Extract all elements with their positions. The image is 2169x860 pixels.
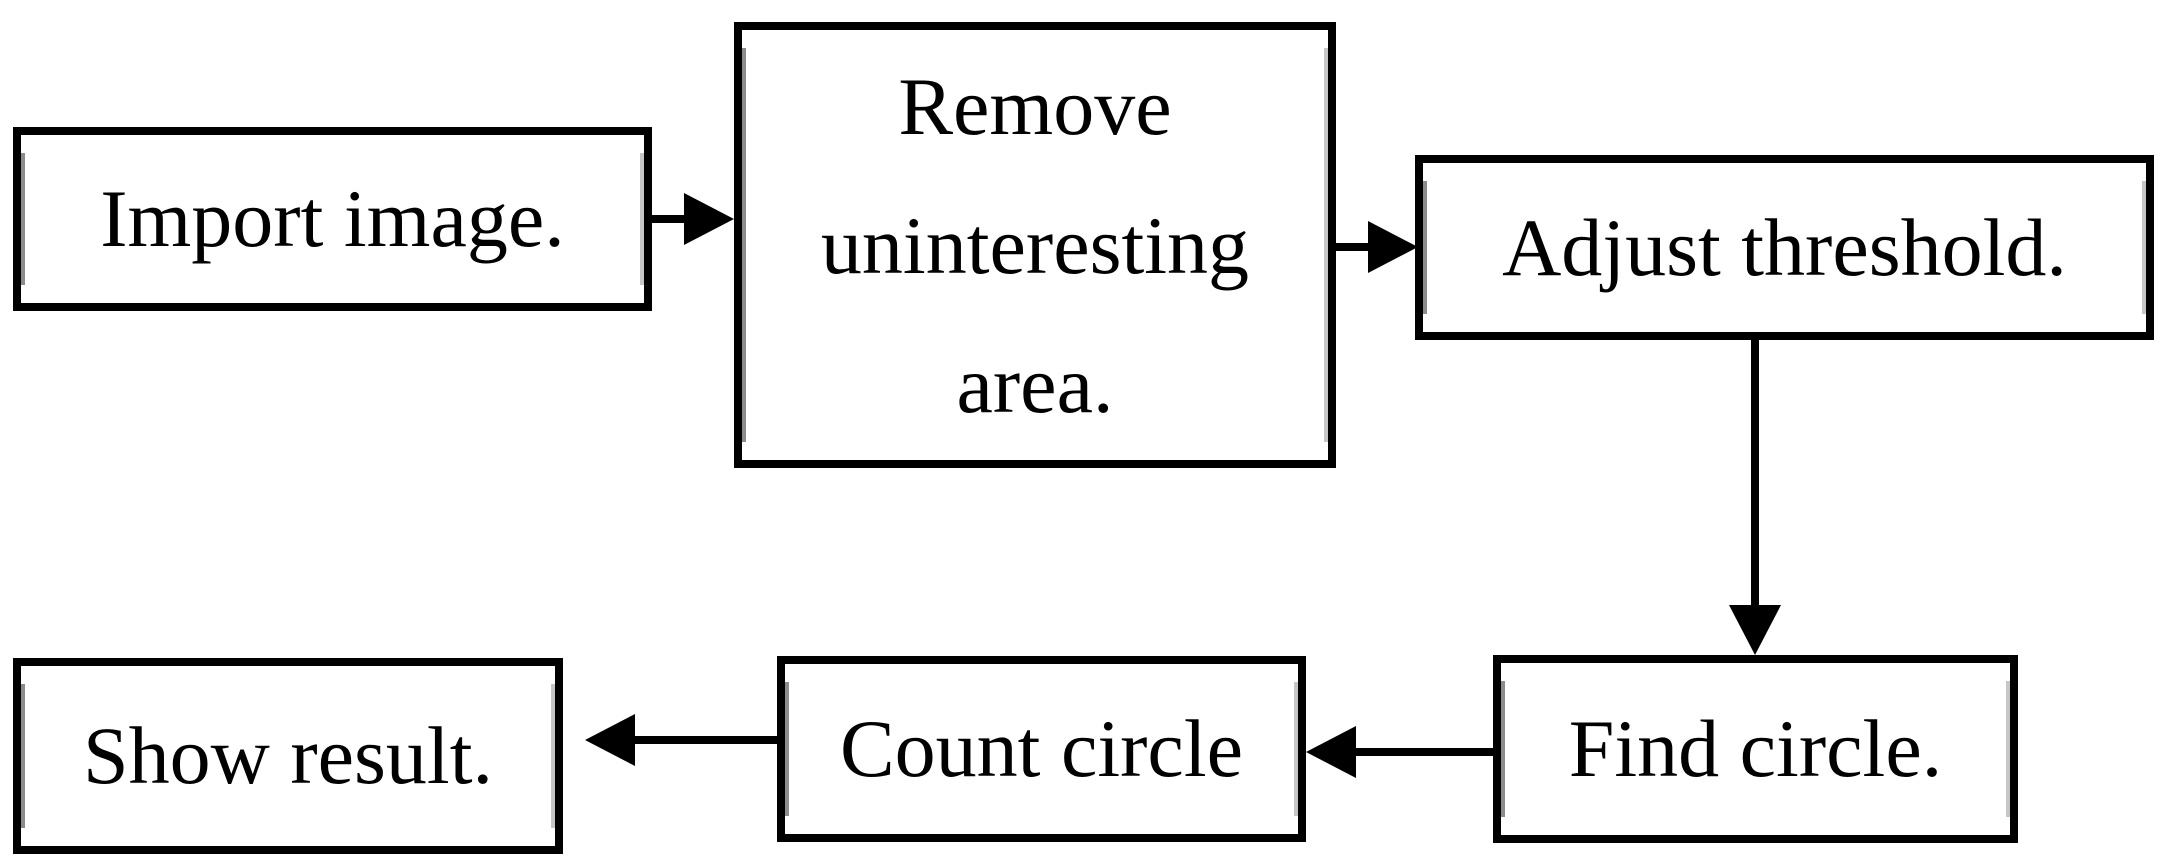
node-find-circle: Find circle.	[1493, 655, 2018, 843]
arrow-import-to-remove-shaft	[652, 215, 688, 223]
node-import-image: Import image.	[13, 127, 652, 311]
node-find-circle-label: Find circle.	[1568, 703, 1943, 795]
node-remove-uninteresting-area-label: Remove uninteresting area.	[820, 60, 1250, 430]
node-count-circle-label: Count circle	[839, 703, 1244, 795]
node-remove-uninteresting-area: Remove uninteresting area.	[734, 22, 1336, 468]
arrow-count-to-show-shaft	[635, 736, 777, 744]
arrow-adjust-to-find-shaft	[1751, 340, 1759, 607]
node-show-result-label: Show result.	[83, 710, 493, 802]
arrow-remove-to-adjust-shaft	[1336, 243, 1372, 251]
arrow-find-to-count-shaft	[1356, 748, 1493, 756]
node-adjust-threshold: Adjust threshold.	[1415, 155, 2154, 340]
arrow-left-icon	[1306, 726, 1356, 778]
arrow-left-icon	[585, 714, 635, 766]
node-show-result: Show result.	[13, 658, 563, 854]
node-import-image-label: Import image.	[100, 173, 565, 265]
arrow-down-icon	[1729, 605, 1781, 655]
arrow-right-icon	[684, 193, 734, 245]
arrow-right-icon	[1368, 221, 1418, 273]
node-count-circle: Count circle	[777, 656, 1306, 842]
node-adjust-threshold-label: Adjust threshold.	[1502, 201, 2067, 293]
